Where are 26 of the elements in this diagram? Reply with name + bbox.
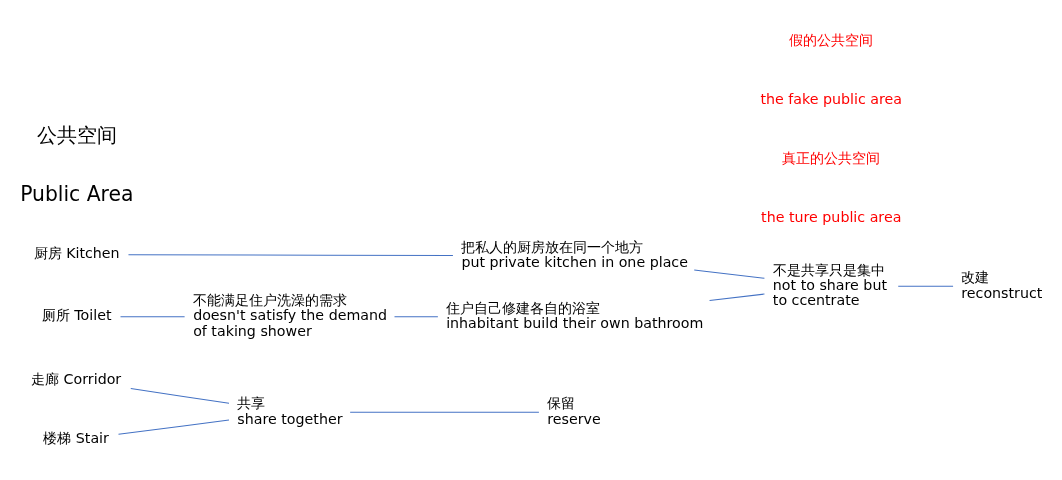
connector [120, 315, 186, 317]
connector [130, 387, 230, 404]
connector [897, 285, 954, 287]
connector [394, 315, 439, 317]
node-text: 住户自己修建各自的浴室 inhabitant build their own bathroom [446, 299, 704, 331]
node-text: 厕所 Toilet [41, 306, 112, 323]
label: 假的公共空间 [789, 31, 874, 48]
node-text: 保留 reserve [547, 394, 601, 427]
connector [349, 411, 540, 413]
node-text: 改建 reconstruct [961, 268, 1043, 301]
node-text: 厨房 Kitchen [33, 244, 120, 261]
node-text: 把私人的厨房放在同一个地方 put private kitchen in one place [461, 238, 688, 270]
connector [117, 418, 230, 435]
label: the ture public area [761, 208, 902, 225]
node-text: 走廊 Corridor [31, 370, 122, 387]
label: 公共空间 [36, 122, 117, 147]
node-text: 不是共享只是集中 not to share but to ccentrate [772, 261, 887, 308]
node-text: 不能满足住户洗澡的需求 doesn't satisfy the demand of taking shower [193, 291, 388, 339]
node-text: 楼梯 Stair [43, 429, 109, 446]
label: 真正的公共空间 [782, 149, 881, 166]
connector [693, 269, 765, 279]
node-text: 共享 share together [237, 394, 343, 427]
connector [127, 253, 454, 256]
connector [709, 293, 765, 301]
label: the fake public area [760, 90, 903, 107]
label: Public Area [20, 181, 134, 206]
